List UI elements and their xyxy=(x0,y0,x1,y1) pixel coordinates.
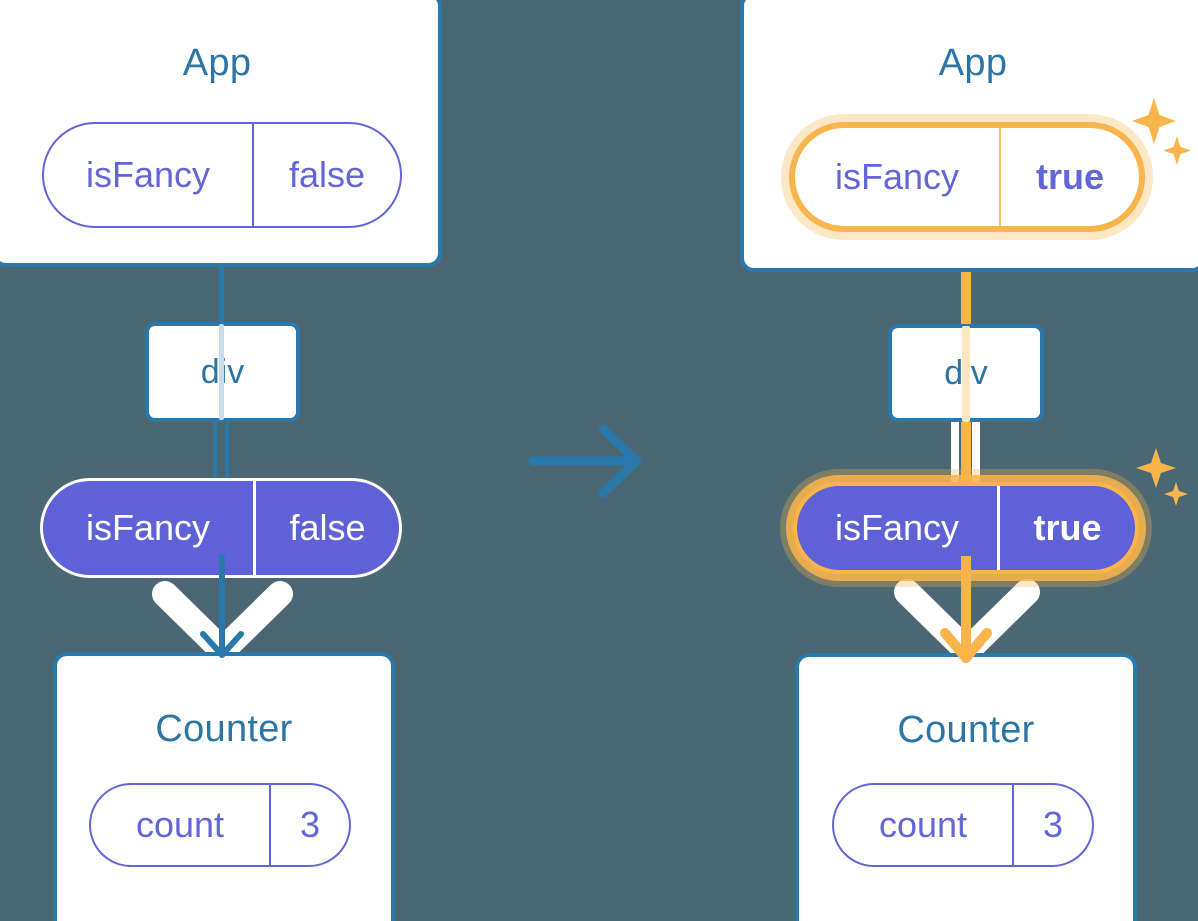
pill-name-cell: count xyxy=(878,804,968,845)
pill-name-cell: isFancy xyxy=(85,507,211,548)
wire-div-to-prop-after-outline-right xyxy=(972,420,980,490)
app-state-pill-after[interactable]: isFancy true xyxy=(789,122,1145,232)
sparkle-small-icon xyxy=(1163,136,1191,165)
arrow-right-icon xyxy=(528,424,642,498)
sparkle-group-prop xyxy=(1134,446,1194,516)
pill-name-cell: count xyxy=(135,804,225,845)
flow-arrow-after xyxy=(932,551,1000,668)
transition-arrow xyxy=(527,421,647,501)
sparkle-large-icon xyxy=(1132,98,1176,144)
wire-div-to-prop-after xyxy=(961,420,971,490)
pill-name-cell: isFancy xyxy=(834,507,960,548)
wire-div-to-prop-before-a xyxy=(213,418,217,488)
wire-div-to-prop-after-outline-left xyxy=(951,420,959,490)
counter-state-pill-after[interactable]: count 3 xyxy=(832,783,1094,867)
app-state-pill-before[interactable]: isFancy false xyxy=(42,122,402,228)
pill-name-cell: isFancy xyxy=(85,154,211,195)
sparkle-small-icon xyxy=(1164,482,1188,506)
pill-value-cell: 3 xyxy=(269,785,349,865)
prop-pill-after[interactable]: isFancy true xyxy=(793,482,1139,574)
counter-title-before: Counter xyxy=(155,708,293,750)
sparkle-large-icon xyxy=(1136,448,1176,488)
pill-value-cell: true xyxy=(999,128,1139,226)
pill-value-cell: false xyxy=(252,124,400,226)
pill-value-cell: 3 xyxy=(1012,785,1092,865)
counter-title-after: Counter xyxy=(897,709,1035,751)
pill-value-cell: true xyxy=(997,486,1135,570)
wire-through-div-before xyxy=(219,324,224,420)
wire-app-to-div-before xyxy=(219,212,224,324)
pill-name-cell: isFancy xyxy=(834,156,960,197)
app-title-after: App xyxy=(938,42,1008,84)
app-title-before: App xyxy=(182,42,252,84)
flow-arrow-before xyxy=(190,552,255,665)
counter-state-pill-before[interactable]: count 3 xyxy=(89,783,351,867)
sparkle-group-app xyxy=(1128,96,1198,176)
pill-value-cell: false xyxy=(253,481,399,575)
wire-through-div-after xyxy=(962,326,970,422)
wire-div-to-prop-before-b xyxy=(225,418,229,488)
